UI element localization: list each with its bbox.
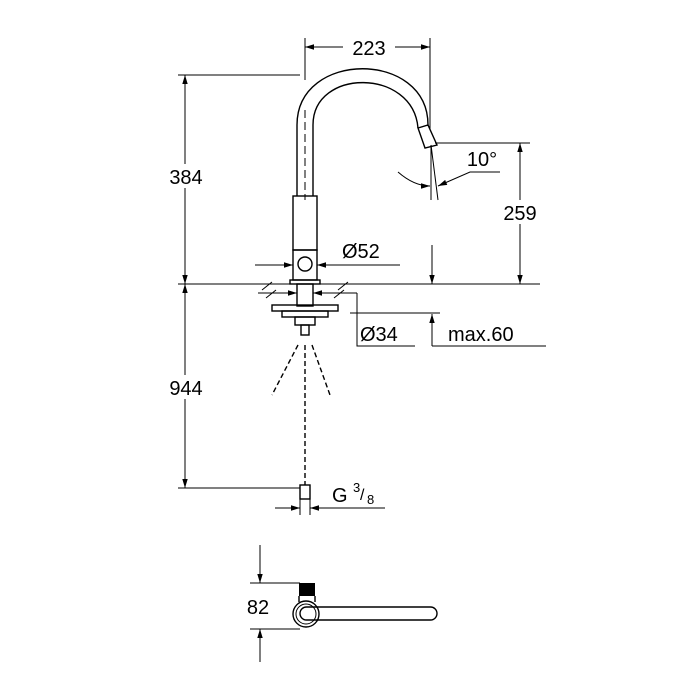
handle-top-view (292, 583, 438, 628)
dimension-angle: 10° (397, 144, 500, 201)
dimension-384: 384 (160, 74, 300, 284)
dimension-angle-label: 10° (467, 149, 497, 171)
faucet-body (289, 68, 438, 285)
dimension-34: Ø34 (258, 290, 415, 347)
dimension-34-label: Ø34 (360, 324, 398, 346)
dimension-944: 944 (160, 284, 300, 489)
connection-denominator: 8 (367, 492, 374, 507)
dimension-223: 223 (304, 35, 431, 130)
connection-numerator: 3 (353, 480, 360, 495)
mounting-kit (261, 281, 349, 515)
dimension-259: 259 (435, 142, 546, 284)
connection-g-label: G (332, 485, 348, 507)
dimension-max60: max.60 (350, 312, 546, 347)
dimension-52-label: Ø52 (342, 241, 380, 263)
dimension-944-label: 944 (169, 378, 202, 400)
dimension-82-label: 82 (247, 597, 269, 619)
dimension-connection: G 3 / 8 (275, 480, 385, 511)
dimension-223-label: 223 (352, 38, 385, 60)
dimension-384-label: 384 (169, 167, 202, 189)
dimension-max60-label: max.60 (448, 324, 514, 346)
dimension-82: 82 (247, 545, 300, 662)
svg-text:/: / (360, 487, 365, 504)
dimension-52: Ø52 (255, 241, 435, 284)
dimension-259-label: 259 (503, 203, 536, 225)
